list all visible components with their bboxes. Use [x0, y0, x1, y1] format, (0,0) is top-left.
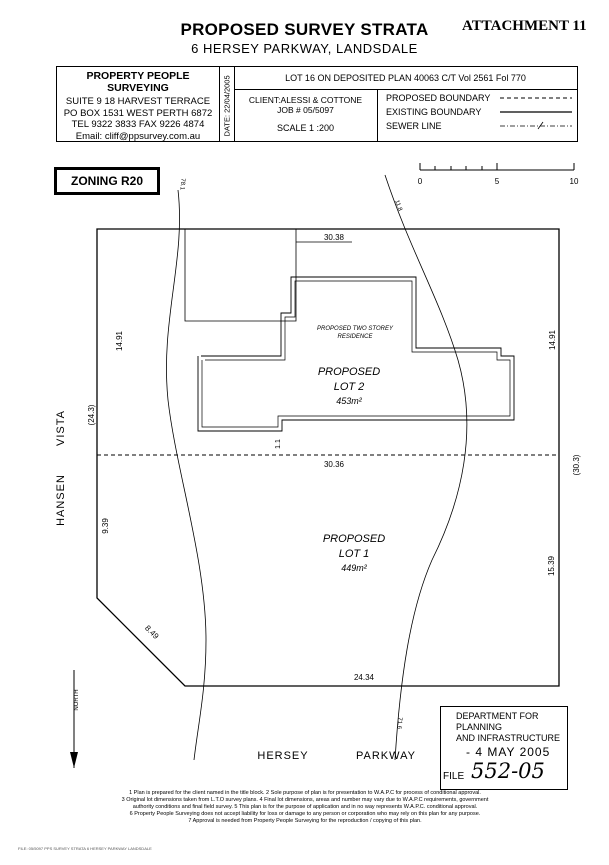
note-line: 6 Property People Surveying does not acc…: [129, 811, 481, 817]
note-line: 1 Plan is prepared for the client named …: [129, 790, 481, 796]
date-cell: DATE: 22/04/2005: [220, 67, 235, 141]
lot-boundary: [96, 228, 560, 687]
stamp-date: - 4 MAY 2005: [466, 745, 551, 759]
stamp-file-label: FILE: [443, 771, 465, 782]
firm-address-line: PO BOX 1531 WEST PERTH 6872: [63, 107, 213, 119]
legend-existing-boundary: EXISTING BOUNDARY: [386, 107, 482, 117]
title-block: PROPERTY PEOPLE SURVEYING SUITE 9 18 HAR…: [56, 66, 578, 142]
client-cell: CLIENT:ALESSI & COTTONE JOB # 05/5097 SC…: [234, 89, 378, 141]
dim-left-diagonal: 8.49: [143, 624, 161, 642]
scale-label-0: 0: [418, 177, 423, 186]
firm-email-line: Email: cliff@ppsurvey.com.au: [75, 130, 201, 142]
page-title: PROPOSED SURVEY STRATA: [180, 20, 429, 39]
lot1-name: LOT 1: [339, 548, 370, 560]
legend: PROPOSED BOUNDARY EXISTING BOUNDARY SEWE…: [378, 89, 577, 141]
legend-proposed-boundary: PROPOSED BOUNDARY: [386, 93, 491, 103]
lot-info: LOT 16 ON DEPOSITED PLAN 40063 C/T Vol 2…: [234, 67, 577, 90]
contour-label-bottom: 71.6: [395, 717, 402, 730]
note-line: 3 Original lot dimensions taken from L.T…: [121, 797, 489, 803]
file-footnote: FILE: 05/5097 PPS SURVEY STRATA 6 HERSEY…: [18, 846, 152, 851]
lot2-name: LOT 2: [334, 381, 365, 393]
street-vista: VISTA: [55, 410, 67, 446]
dim-left-lower: 9.39: [101, 518, 110, 534]
dim-right-upper: 14.91: [548, 329, 557, 350]
scale-bar: 0 5 10: [418, 163, 579, 186]
stamp-dept-line2: AND INFRASTRUCTURE: [456, 733, 561, 743]
stamp-department: DEPARTMENT FOR PLANNING AND INFRASTRUCTU…: [456, 711, 567, 744]
contour-line-left: [166, 189, 207, 761]
plan-notes: 1 Plan is prepared for the client named …: [90, 790, 520, 825]
dim-left-road: (24.3): [87, 404, 96, 425]
note-line: 7 Approval is needed from Property Peopl…: [188, 818, 422, 824]
stamp-dept-line1: DEPARTMENT FOR PLANNING: [456, 711, 539, 732]
adjacent-structure: [184, 229, 297, 322]
firm-details: PROPERTY PEOPLE SURVEYING SUITE 9 18 HAR…: [57, 67, 220, 142]
legend-line-samples: [500, 97, 572, 130]
north-label: NORTH: [74, 689, 80, 710]
north-arrow: NORTH: [70, 670, 80, 768]
dim-right-road: (30.3): [572, 454, 581, 475]
dim-top: 30.38: [324, 233, 345, 242]
dim-right-lower: 15.39: [547, 555, 556, 576]
dim-left-upper: 14.91: [115, 330, 124, 351]
lot2-title: PROPOSED: [318, 366, 380, 378]
scale-label-10: 10: [570, 177, 579, 186]
firm-address-line: SUITE 9 18 HARVEST TERRACE: [65, 96, 211, 107]
note-line: authority conditions and final field sur…: [132, 804, 478, 810]
dim-bottom: 24.34: [354, 673, 375, 682]
contour-label-top-right: 11.8: [393, 199, 403, 212]
firm-name: PROPERTY PEOPLE SURVEYING: [86, 70, 190, 94]
scale-label-5: 5: [495, 177, 500, 186]
plan-scale: SCALE 1 :200: [276, 123, 335, 133]
page-subtitle: 6 HERSEY PARKWAY, LANDSDALE: [191, 41, 418, 56]
legend-sewer-line: SEWER LINE: [386, 121, 442, 131]
lot2-area: 453m²: [336, 396, 363, 406]
approval-stamp: DEPARTMENT FOR PLANNING AND INFRASTRUCTU…: [440, 706, 568, 790]
residence-label-1: PROPOSED TWO STOREY: [317, 326, 394, 332]
street-hersey: HERSEY: [257, 750, 308, 762]
residence-label-2: RESIDENCE: [337, 334, 373, 340]
lot1-area: 449m²: [341, 563, 368, 573]
dim-setback: 1.1: [275, 439, 282, 449]
client-name: CLIENT:ALESSI & COTTONE: [248, 95, 363, 105]
street-hansen: HANSEN: [55, 474, 67, 526]
contour-line-right: [384, 174, 468, 761]
attachment-label: ATTACHMENT 11: [462, 18, 587, 34]
proposed-residence: [197, 276, 515, 432]
job-number: JOB # 05/5097: [277, 105, 334, 115]
dim-middle: 30.36: [324, 460, 345, 469]
lot1-title: PROPOSED: [323, 533, 385, 545]
firm-phone-line: TEL 9322 3833 FAX 9226 4874: [71, 119, 205, 130]
contour-label-top-left: 78.1: [178, 178, 185, 191]
street-parkway: PARKWAY: [356, 750, 416, 762]
stamp-file-number: 552-05: [471, 759, 545, 783]
zoning-badge: ZONING R20: [54, 167, 160, 195]
